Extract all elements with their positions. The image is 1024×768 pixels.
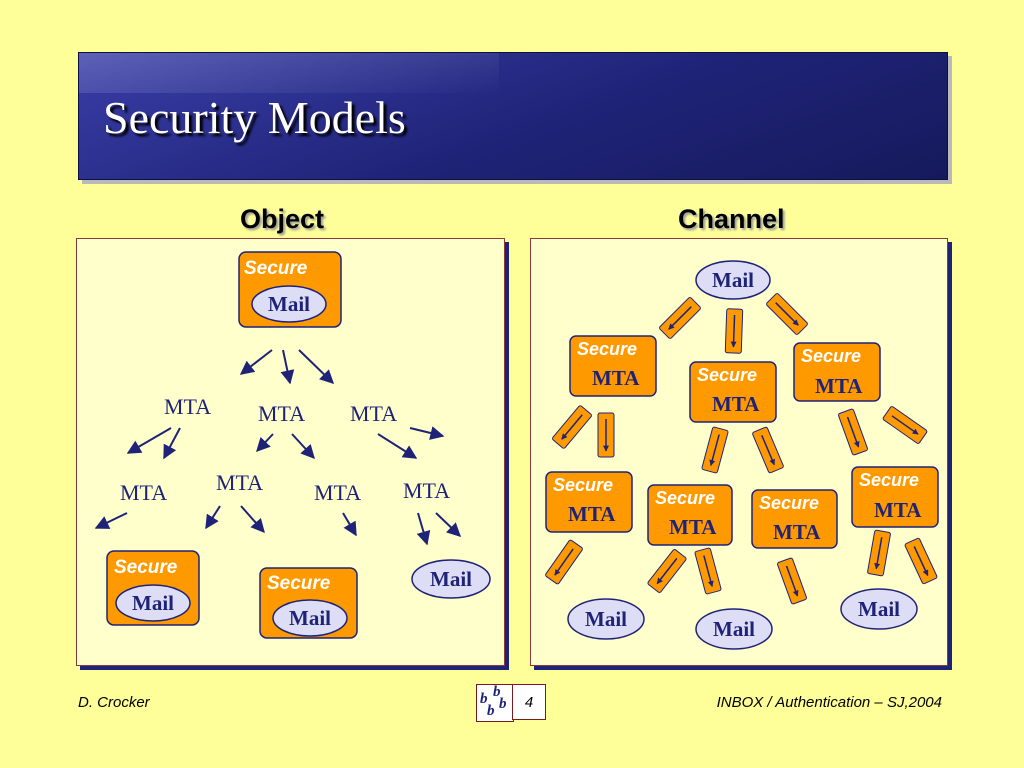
object-mail-right: Mail [411, 559, 491, 599]
object-secure-mail-middle: Secure Mail [259, 567, 358, 639]
channel-secure-links [545, 293, 938, 605]
object-mta-level1: MTA MTA MTA [164, 394, 397, 426]
object-heading: Object [240, 204, 325, 234]
mta-label: MTA [773, 520, 821, 544]
logo-letter: b [493, 684, 501, 700]
secure-label: Secure [759, 493, 819, 513]
secure-mta-box: Secure MTA [793, 342, 881, 402]
channel-heading: Channel [678, 204, 785, 234]
secure-label: Secure [697, 365, 757, 385]
mta-label: MTA [874, 498, 922, 522]
secure-label: Secure [553, 475, 613, 495]
mail-label: Mail [585, 607, 627, 631]
secure-mta-box: Secure MTA [751, 489, 838, 549]
secure-mta-box: Secure MTA [689, 361, 777, 423]
logo-letter: b [499, 696, 507, 712]
mta-label: MTA [403, 478, 450, 503]
mta-label: MTA [815, 374, 863, 398]
secure-label: Secure [267, 573, 331, 594]
secure-label: Secure [655, 488, 715, 508]
object-arrows-level2 [94, 505, 462, 546]
title-bar: Security Models [78, 52, 948, 180]
channel-secure-mtas: Secure MTA Secure MTA Secure MTA Secure … [545, 335, 939, 549]
mail-label: Mail [858, 597, 900, 621]
object-arrows-top [239, 349, 335, 385]
secure-mta-box: Secure MTA [545, 471, 633, 533]
title-sheen [79, 53, 499, 93]
secure-mta-box: Secure MTA [647, 484, 733, 546]
object-arrows-level1 [126, 426, 445, 460]
mta-label: MTA [669, 515, 717, 539]
mta-label: MTA [164, 394, 211, 419]
mta-label: MTA [592, 366, 640, 390]
secure-label: Secure [859, 470, 919, 490]
mail-label: Mail [430, 567, 472, 591]
mail-label: Mail [289, 606, 331, 630]
page-number: 4 [512, 684, 546, 720]
channel-mail-top: Mail [695, 260, 771, 300]
secure-label: Secure [801, 346, 861, 366]
secure-mta-box: Secure MTA [851, 466, 939, 528]
mta-label: MTA [258, 401, 305, 426]
channel-mail-bottom: Mail Mail Mail [567, 588, 918, 650]
object-secure-mail-top: Secure Mail [238, 251, 342, 328]
slide-title: Security Models [103, 92, 406, 143]
mta-label: MTA [350, 401, 397, 426]
mta-label: MTA [314, 480, 361, 505]
mail-label: Mail [132, 591, 174, 615]
mail-label: Mail [712, 268, 754, 292]
object-secure-mail-left: Secure Mail [106, 550, 200, 626]
secure-label: Secure [114, 557, 178, 578]
mta-label: MTA [216, 470, 263, 495]
secure-label: Secure [577, 339, 637, 359]
mail-label: Mail [713, 617, 755, 641]
secure-label: Secure [244, 258, 308, 279]
mta-label: MTA [120, 480, 167, 505]
footer-author: D. Crocker [78, 694, 150, 711]
footer-logo: b b b b [476, 684, 514, 722]
logo-letter: b [487, 703, 495, 719]
logo-letter: b [480, 691, 488, 707]
object-mta-level2: MTA MTA MTA MTA [120, 470, 450, 505]
mta-label: MTA [712, 392, 760, 416]
footer-event: INBOX / Authentication – SJ,2004 [716, 694, 942, 711]
secure-mta-box: Secure MTA [569, 335, 657, 397]
mail-label: Mail [268, 292, 310, 316]
mta-label: MTA [568, 502, 616, 526]
